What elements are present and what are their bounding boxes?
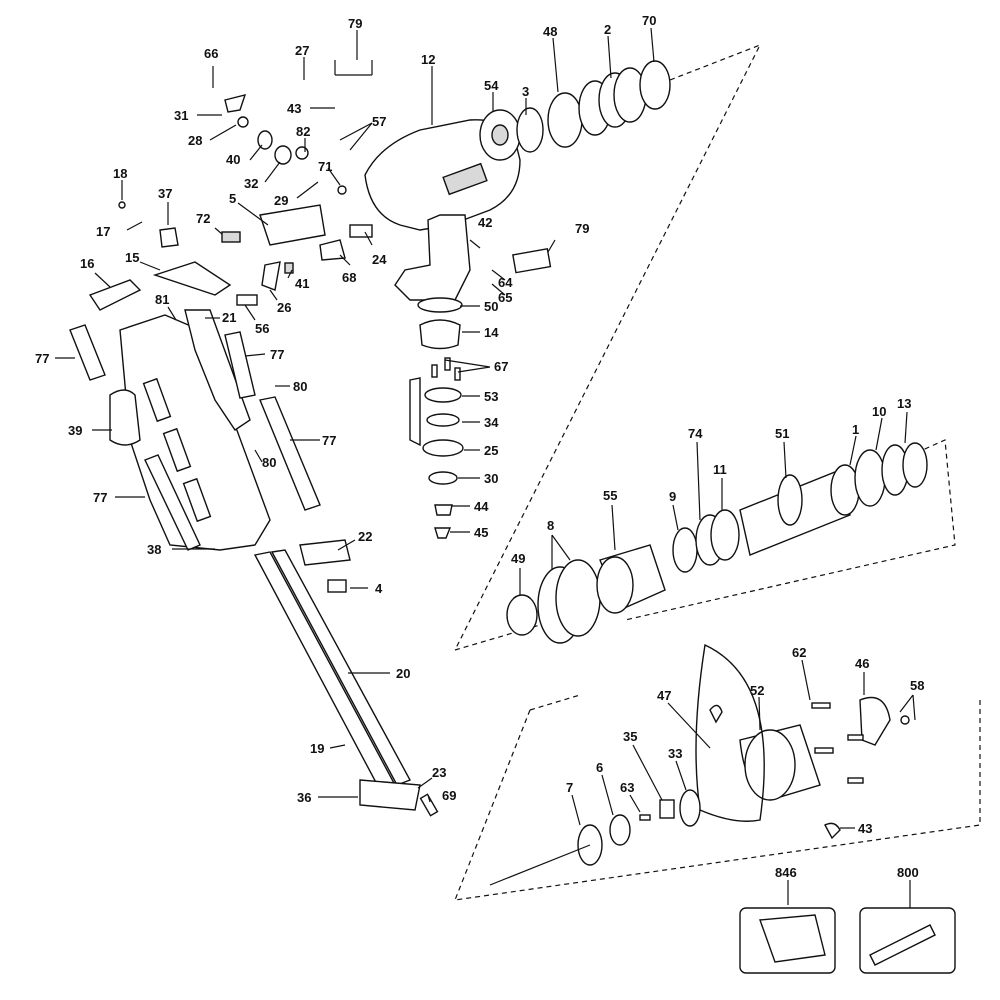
label-5: 5 <box>229 191 236 206</box>
label-23: 23 <box>432 765 446 780</box>
small-parts <box>118 94 552 306</box>
label-12: 12 <box>421 52 435 67</box>
label-16: 16 <box>80 256 94 271</box>
label-846: 846 <box>775 865 797 880</box>
label-39: 39 <box>68 423 82 438</box>
label-52: 52 <box>750 683 764 698</box>
label-80b: 80 <box>262 455 276 470</box>
label-47: 47 <box>657 688 671 703</box>
label-17: 17 <box>96 224 110 239</box>
label-26: 26 <box>277 300 291 315</box>
label-31: 31 <box>174 108 188 123</box>
label-46: 46 <box>855 656 869 671</box>
label-64: 64 <box>498 275 513 290</box>
label-77c: 77 <box>322 433 336 448</box>
label-80a: 80 <box>293 379 307 394</box>
label-79a: 79 <box>348 16 362 31</box>
label-18: 18 <box>113 166 127 181</box>
label-71: 71 <box>318 159 332 174</box>
label-56: 56 <box>255 321 269 336</box>
label-8: 8 <box>547 518 554 533</box>
label-27: 27 <box>295 43 309 58</box>
label-35: 35 <box>623 729 637 744</box>
label-13: 13 <box>897 396 911 411</box>
label-9: 9 <box>669 489 676 504</box>
label-66: 66 <box>204 46 218 61</box>
label-37: 37 <box>158 186 172 201</box>
label-62: 62 <box>792 645 806 660</box>
label-77a: 77 <box>35 351 49 366</box>
label-50: 50 <box>484 299 498 314</box>
label-41: 41 <box>295 276 309 291</box>
label-36: 36 <box>297 790 311 805</box>
upper-rings <box>516 60 671 153</box>
label-800: 800 <box>897 865 919 880</box>
label-29: 29 <box>274 193 288 208</box>
label-38: 38 <box>147 542 161 557</box>
kit-boxes <box>739 907 956 974</box>
label-57: 57 <box>372 114 386 129</box>
main-housing <box>364 109 521 301</box>
label-48: 48 <box>543 24 557 39</box>
label-63: 63 <box>620 780 634 795</box>
label-11: 11 <box>713 462 727 477</box>
label-6: 6 <box>596 760 603 775</box>
label-55: 55 <box>603 488 617 503</box>
label-51: 51 <box>775 426 789 441</box>
label-54: 54 <box>484 78 499 93</box>
leader-lines <box>55 27 916 908</box>
label-20: 20 <box>396 666 410 681</box>
part-labels: 79 27 66 43 31 57 28 82 40 32 71 29 12 5… <box>35 13 924 880</box>
label-40: 40 <box>226 152 240 167</box>
label-3: 3 <box>522 84 529 99</box>
label-24: 24 <box>372 252 387 267</box>
left-frame <box>69 261 321 551</box>
label-33: 33 <box>668 746 682 761</box>
label-22: 22 <box>358 529 372 544</box>
label-79b: 79 <box>575 221 589 236</box>
label-1: 1 <box>852 422 859 437</box>
label-4: 4 <box>375 581 383 596</box>
label-77b: 77 <box>270 347 284 362</box>
label-21: 21 <box>222 310 236 325</box>
label-69: 69 <box>442 788 456 803</box>
label-77d: 77 <box>93 490 107 505</box>
label-43a: 43 <box>287 101 301 116</box>
label-72: 72 <box>196 211 210 226</box>
label-25: 25 <box>484 443 498 458</box>
label-82: 82 <box>296 124 310 139</box>
label-45: 45 <box>474 525 488 540</box>
magazine-rails <box>253 539 439 817</box>
label-30: 30 <box>484 471 498 486</box>
label-14: 14 <box>484 325 499 340</box>
label-2: 2 <box>604 22 611 37</box>
label-44: 44 <box>474 499 489 514</box>
label-34: 34 <box>484 415 499 430</box>
label-10: 10 <box>872 404 886 419</box>
label-67: 67 <box>494 359 508 374</box>
label-28: 28 <box>188 133 202 148</box>
label-19: 19 <box>310 741 324 756</box>
label-42: 42 <box>478 215 492 230</box>
label-53: 53 <box>484 389 498 404</box>
label-49: 49 <box>511 551 525 566</box>
cylinder-group <box>506 442 928 644</box>
label-32: 32 <box>244 176 258 191</box>
center-stack <box>409 297 464 539</box>
label-43b: 43 <box>858 821 872 836</box>
label-58: 58 <box>910 678 924 693</box>
label-15: 15 <box>125 250 139 265</box>
label-70: 70 <box>642 13 656 28</box>
label-74: 74 <box>688 426 703 441</box>
label-65: 65 <box>498 290 512 305</box>
label-68: 68 <box>342 270 356 285</box>
label-81: 81 <box>155 292 169 307</box>
label-7: 7 <box>566 780 573 795</box>
cap-group <box>489 643 910 886</box>
